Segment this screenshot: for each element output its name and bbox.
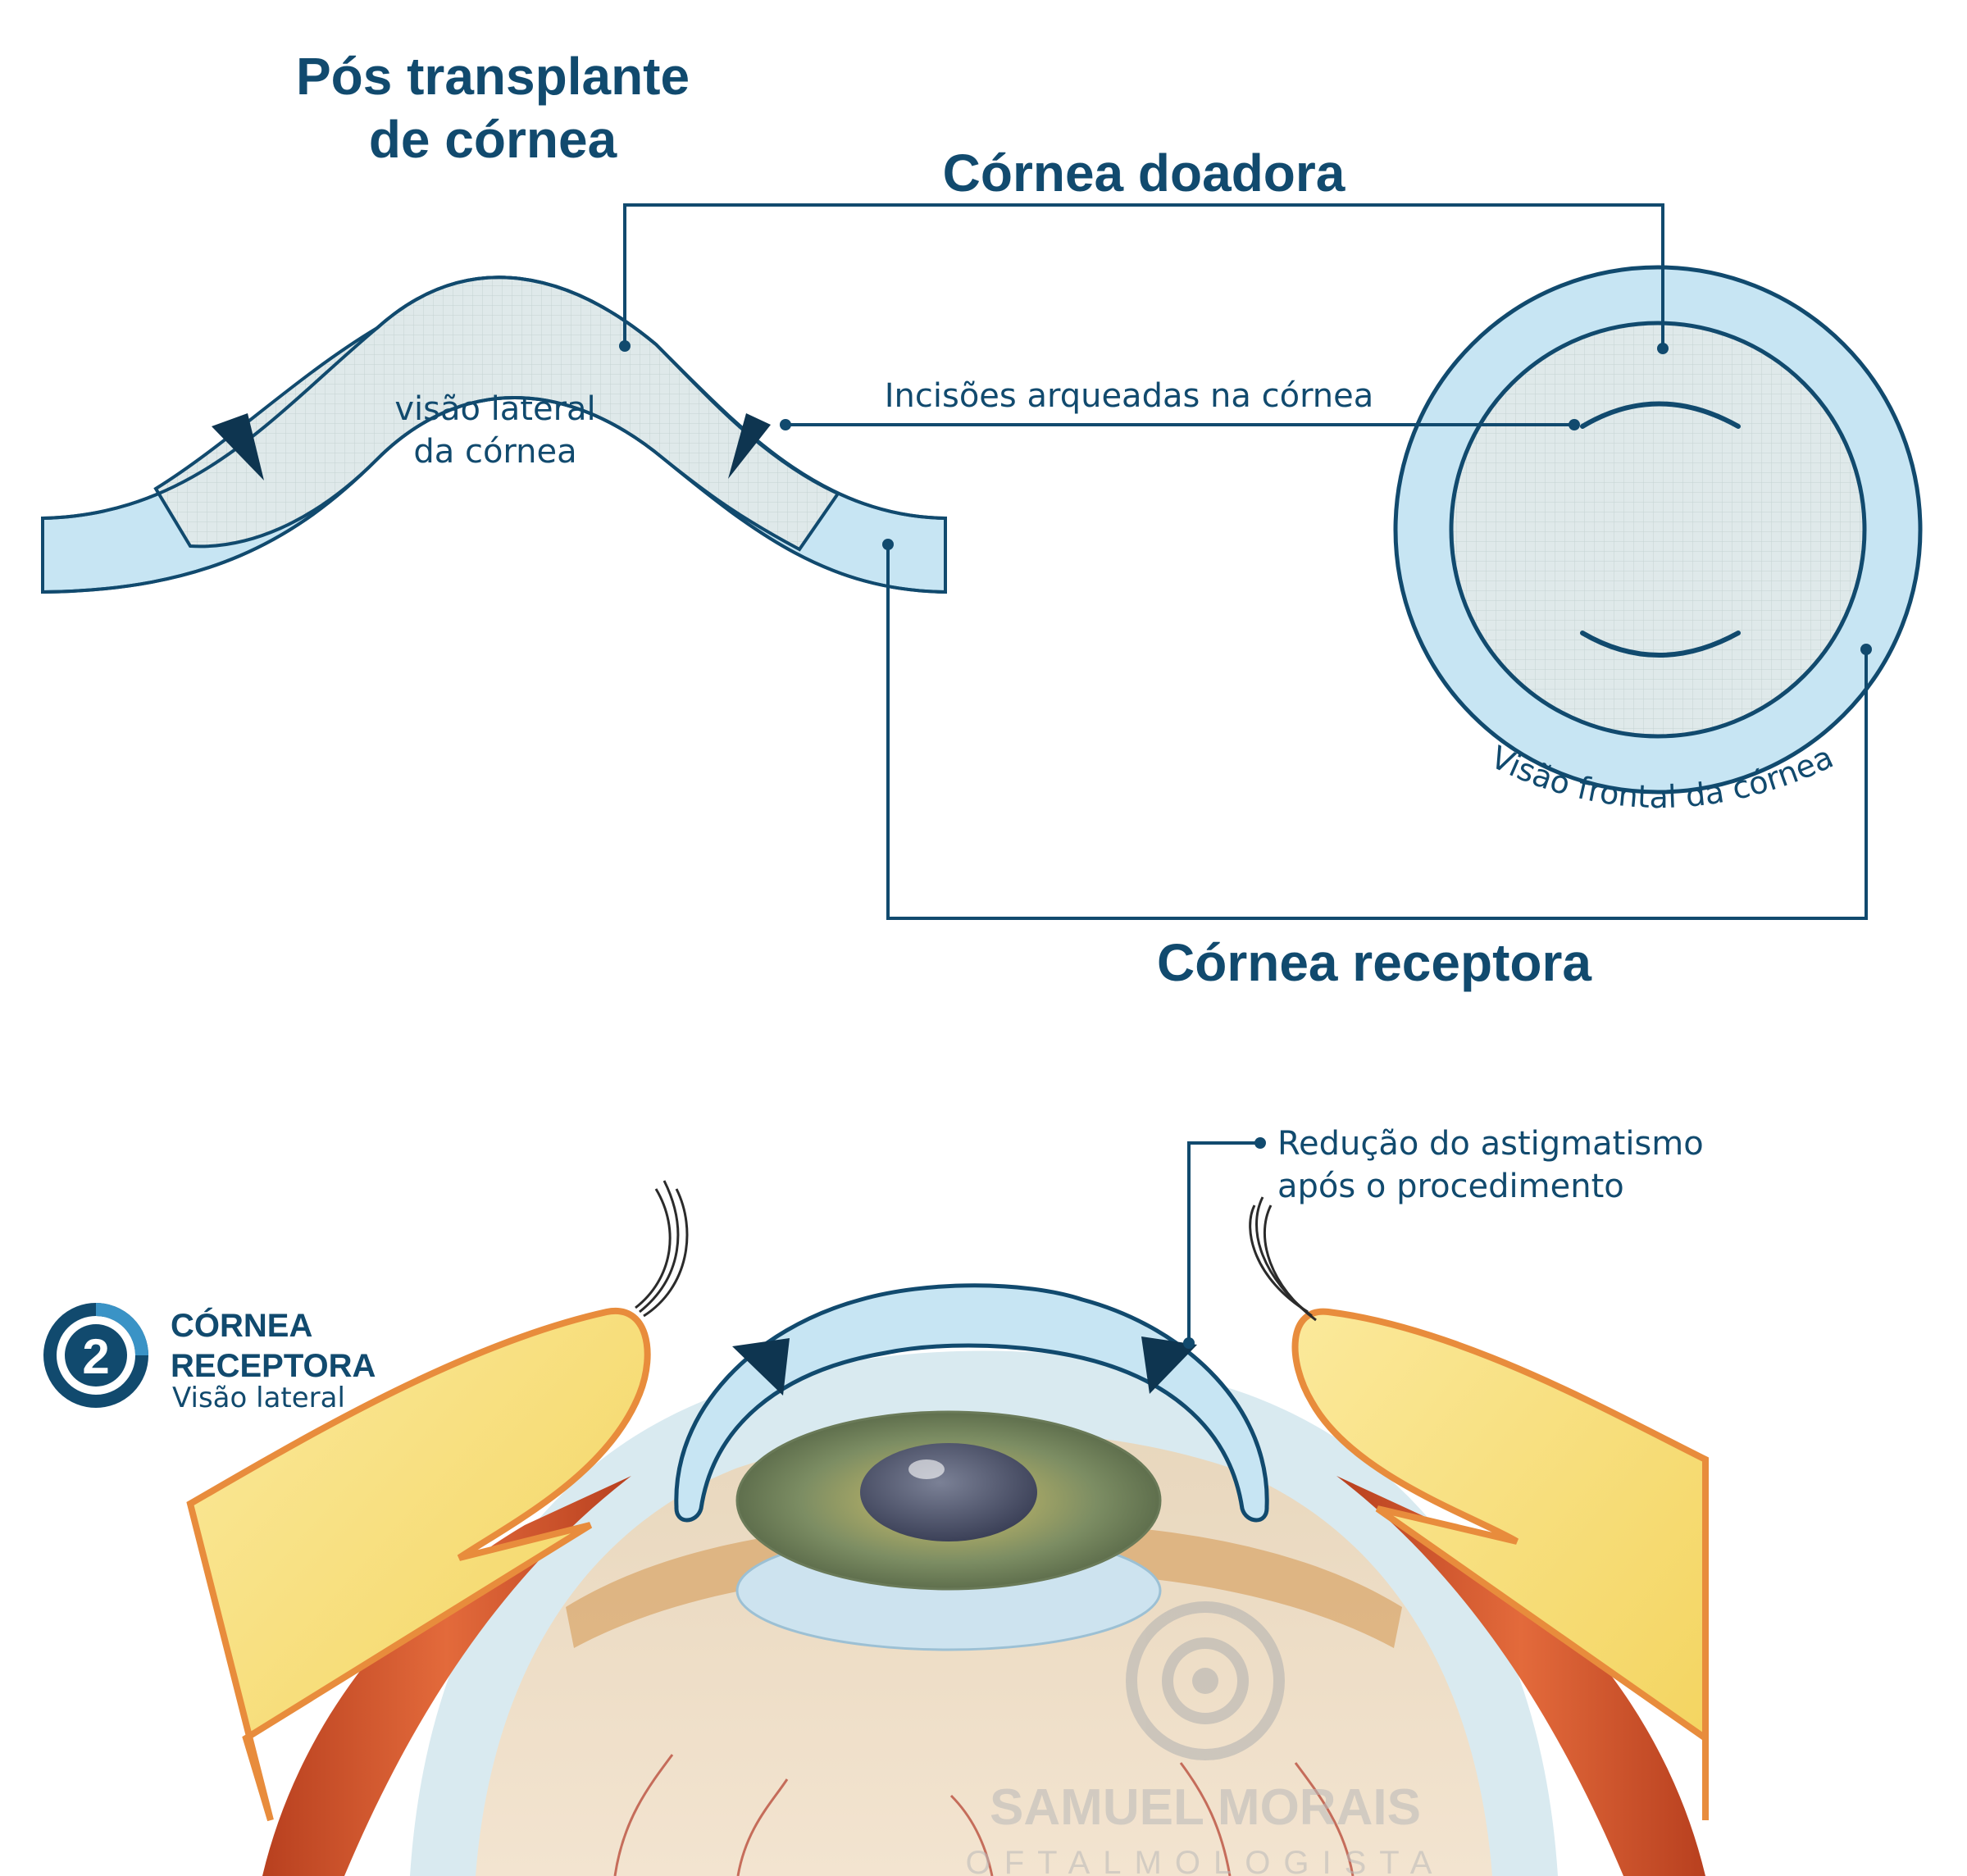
reduction-label-1: Redução do astigmatismo <box>1277 1125 1704 1163</box>
callout-dots-top <box>619 340 1872 655</box>
eyelashes-right <box>1249 1196 1317 1322</box>
title-line-2: de córnea <box>369 110 617 169</box>
reduction-label-2: após o procedimento <box>1277 1168 1624 1205</box>
watermark-subtitle: OFTALMOLOGISTA <box>966 1845 1446 1876</box>
left-eyelid-fat <box>186 1307 651 1822</box>
badge-line-1: CÓRNEA <box>171 1306 312 1344</box>
section-badge: 2 CÓRNEA RECEPTORA Visão lateral <box>43 1303 376 1414</box>
frontal-incision-top <box>1580 401 1741 429</box>
blood-vessels <box>613 1754 1355 1876</box>
watermark: SAMUEL MORAIS OFTALMOLOGISTA <box>966 1601 1446 1876</box>
watermark-name: SAMUEL MORAIS <box>990 1779 1421 1836</box>
ciliary-band <box>566 1521 1402 1648</box>
recipient-label: Córnea receptora <box>1157 933 1591 992</box>
frontal-cornea-graft <box>1449 321 1867 739</box>
watermark-logo <box>1126 1601 1285 1760</box>
donor-callout-line <box>623 203 1664 348</box>
bottom-cornea <box>674 1283 1269 1523</box>
lateral-view-label-2: da córnea <box>413 433 576 471</box>
lateral-incision-right <box>728 413 771 479</box>
incisions-label: Incisões arqueadas na córnea <box>885 377 1374 415</box>
title-line-1: Pós transplante <box>296 47 690 106</box>
reduction-callout-line <box>1187 1141 1260 1343</box>
eye-anatomy <box>186 1180 1709 1876</box>
badge-line-2: RECEPTORA <box>171 1348 376 1384</box>
pupil <box>860 1443 1037 1541</box>
right-eyelid-fat <box>1291 1308 1709 1820</box>
lateral-incision-left <box>212 413 264 480</box>
recipient-callout-line <box>886 544 1868 920</box>
lateral-view-label-1: visão lateral <box>394 390 595 428</box>
pupil-highlight <box>908 1459 945 1479</box>
badge-number: 2 <box>82 1329 109 1384</box>
donor-label: Córnea doadora <box>943 143 1345 203</box>
lateral-cornea <box>41 275 947 594</box>
bottom-incision-right <box>1141 1336 1197 1394</box>
eyelashes-left <box>635 1180 689 1318</box>
right-muscle <box>1336 1476 1705 1876</box>
left-muscle <box>262 1476 631 1876</box>
callout-lines-top <box>623 203 1868 920</box>
eyeball-interior <box>476 1431 1492 1876</box>
badge-ring-accent <box>95 1303 148 1356</box>
frontal-incision-bottom <box>1580 631 1741 658</box>
badge-line-3: Visão lateral <box>172 1382 345 1414</box>
bottom-incision-left <box>732 1338 790 1396</box>
